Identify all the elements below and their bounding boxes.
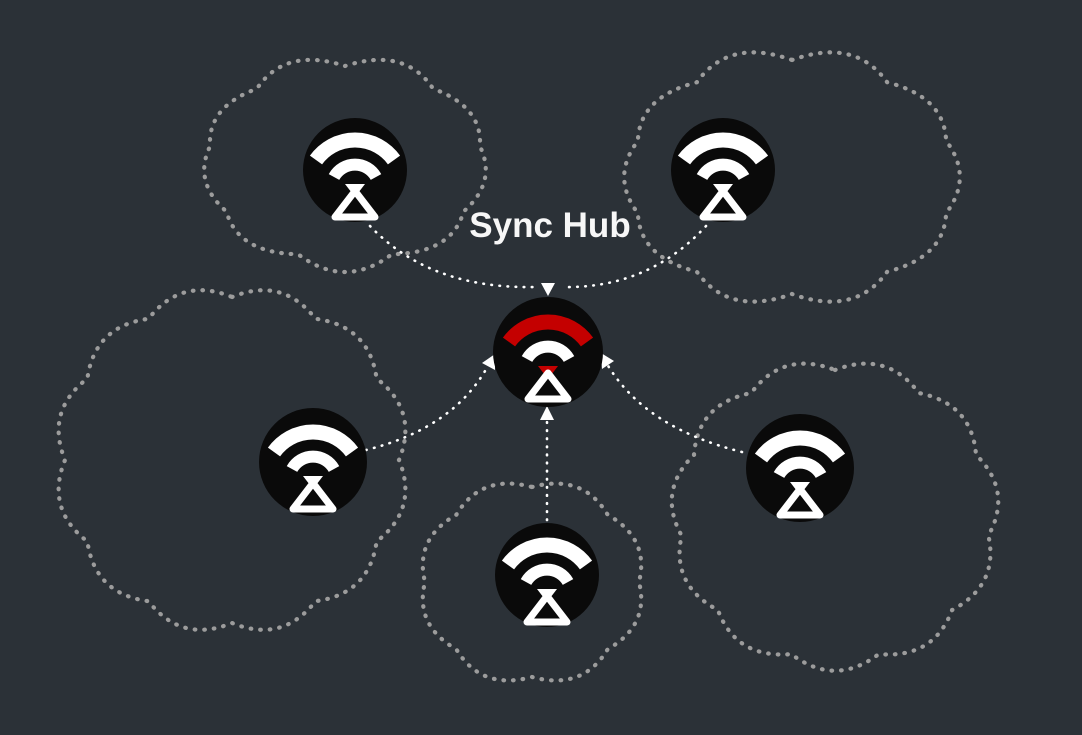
arrow-mid-left-to-hub (364, 362, 491, 452)
arrow-mid-right-to-hub (605, 362, 744, 454)
device-node-top-right (671, 118, 775, 222)
hub-node (493, 297, 603, 407)
device-node-top-left (303, 118, 407, 222)
arrowhead-top (541, 283, 555, 296)
device-node-mid-left (259, 408, 367, 516)
nodes-layer (259, 118, 854, 627)
cloud-outline (56, 288, 408, 632)
arrow-top-right-to-hub (560, 224, 708, 289)
device-node-mid-right (746, 414, 854, 522)
clouds-layer (56, 50, 1001, 683)
cloud-outline (202, 57, 488, 274)
cloud-outline (420, 481, 644, 683)
cloud-outline (622, 50, 962, 304)
arrows-layer (364, 224, 744, 522)
arrowhead-left (482, 354, 495, 370)
hub-label: Sync Hub (469, 206, 630, 245)
arrowhead-right (601, 353, 614, 369)
cloud-outline (669, 361, 1001, 673)
device-node-bottom-center (495, 523, 599, 627)
arrowhead-bottom (540, 406, 554, 420)
